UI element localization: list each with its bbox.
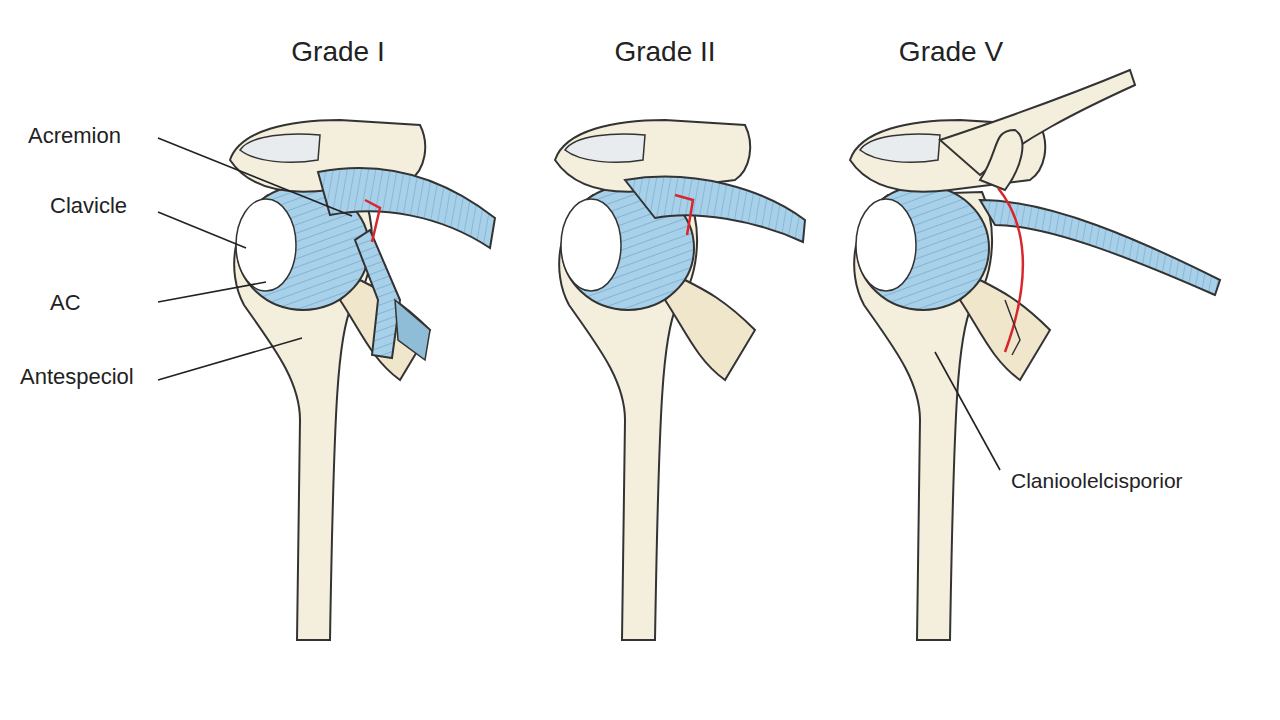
leader-lines [158,138,1000,470]
grade-heading: Grade V [899,36,1003,68]
part-label: Clanioolelcisporior [1011,469,1183,493]
grade-heading: Grade II [614,36,715,68]
part-label: Antespeciol [20,364,134,389]
part-label: Clavicle [50,193,127,218]
part-label: Acremion [28,123,121,148]
shoulder-figure [850,120,1050,640]
grade-heading: Grade I [291,36,384,68]
part-label: AC [50,290,81,315]
